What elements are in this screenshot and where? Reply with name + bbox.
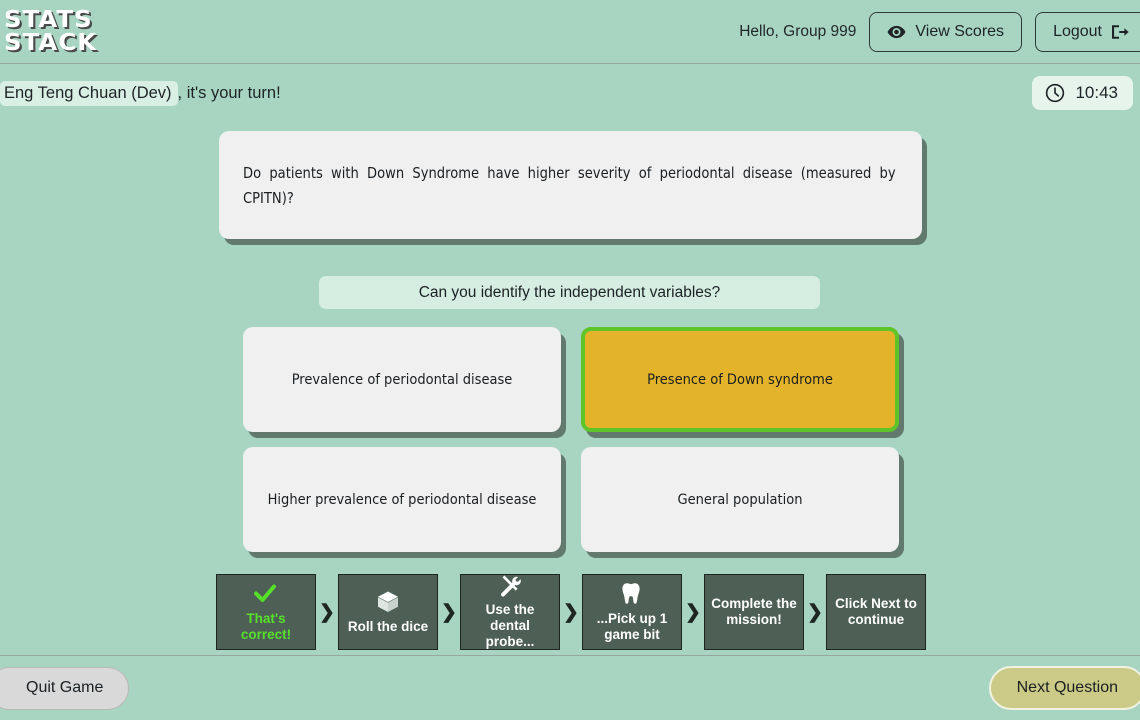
turn-indicator: Eng Teng Chuan (Dev), it's your turn! [0,80,281,106]
sign-out-icon [1111,24,1129,40]
step-separator-chevron-icon: ❯ [319,601,335,623]
view-scores-label: View Scores [915,22,1005,40]
prompt-text: Can you identify the independent variabl… [418,283,721,301]
app-logo: STATS STACK [4,6,98,56]
step-chip[interactable]: Complete the mission! [704,574,804,650]
timer-chip: 10:43 [1032,76,1133,110]
prompt-banner: Can you identify the independent variabl… [319,276,820,309]
question-text: Do patients with Down Syndrome have high… [243,164,896,207]
greeting-text: Hello, Group 999 [739,22,857,40]
step-separator-chevron-icon: ❯ [807,601,823,623]
answer-option-label: Prevalence of periodontal disease [291,371,513,388]
header-actions: Hello, Group 999 View Scores Logout [739,11,1140,52]
logo-line-1: STATS [4,6,93,33]
step-chip-label: That's correct! [240,611,292,642]
app-header: STATS STACK Hello, Group 999 View Scores… [0,0,1140,64]
app-footer: Quit Game Next Question [0,655,1140,720]
step-chip[interactable]: That's correct! [216,574,316,650]
tooth-icon [620,581,644,607]
answer-options: Prevalence of periodontal disease Presenc… [243,327,899,552]
step-chip-label: Use the dental probe... [485,602,535,649]
eye-icon [887,25,906,39]
step-chip-label: Roll the dice [347,619,429,634]
tools-icon [498,574,523,598]
step-chip[interactable]: Roll the dice [338,574,438,650]
logout-label: Logout [1053,22,1102,40]
answer-option-label: Higher prevalence of periodontal disease [267,491,537,508]
current-player-name: Eng Teng Chuan (Dev) [0,80,178,106]
step-progress: That's correct! ❯ Roll the dice ❯ Use the de… [216,574,926,650]
step-chip[interactable]: Use the dental probe... [460,574,560,650]
question-card: Do patients with Down Syndrome have high… [219,131,922,239]
next-question-button[interactable]: Next Question [988,666,1140,710]
answer-option[interactable]: Higher prevalence of periodontal disease [243,447,561,552]
clock-icon [1045,83,1065,103]
turn-suffix: , it's your turn! [177,83,281,102]
dice-cube-icon [375,589,401,615]
check-icon [254,581,278,607]
step-chip[interactable]: Click Next to continue [826,574,926,650]
answer-option-label: General population [677,491,803,508]
step-chip-label: Click Next to continue [835,596,917,627]
quit-game-button[interactable]: Quit Game [0,666,130,710]
step-chip-label: ...Pick up 1 game bit [596,611,668,642]
step-chip-label: Complete the mission! [711,596,797,627]
timer-value: 10:43 [1075,83,1118,102]
answer-option[interactable]: General population [581,447,899,552]
logout-button[interactable]: Logout [1035,11,1140,52]
view-scores-button[interactable]: View Scores [869,11,1023,52]
answer-option-label: Presence of Down syndrome [647,371,833,388]
answer-option[interactable]: Prevalence of periodontal disease [243,327,561,432]
step-separator-chevron-icon: ❯ [563,601,579,623]
turn-bar: Eng Teng Chuan (Dev), it's your turn! 10… [0,64,1140,122]
game-stage: Do patients with Down Syndrome have high… [0,122,1140,655]
step-chip[interactable]: ...Pick up 1 game bit [582,574,682,650]
step-separator-chevron-icon: ❯ [441,601,457,623]
logo-line-2: STACK [4,29,98,56]
answer-option[interactable]: Presence of Down syndrome [581,327,899,432]
step-separator-chevron-icon: ❯ [685,601,701,623]
